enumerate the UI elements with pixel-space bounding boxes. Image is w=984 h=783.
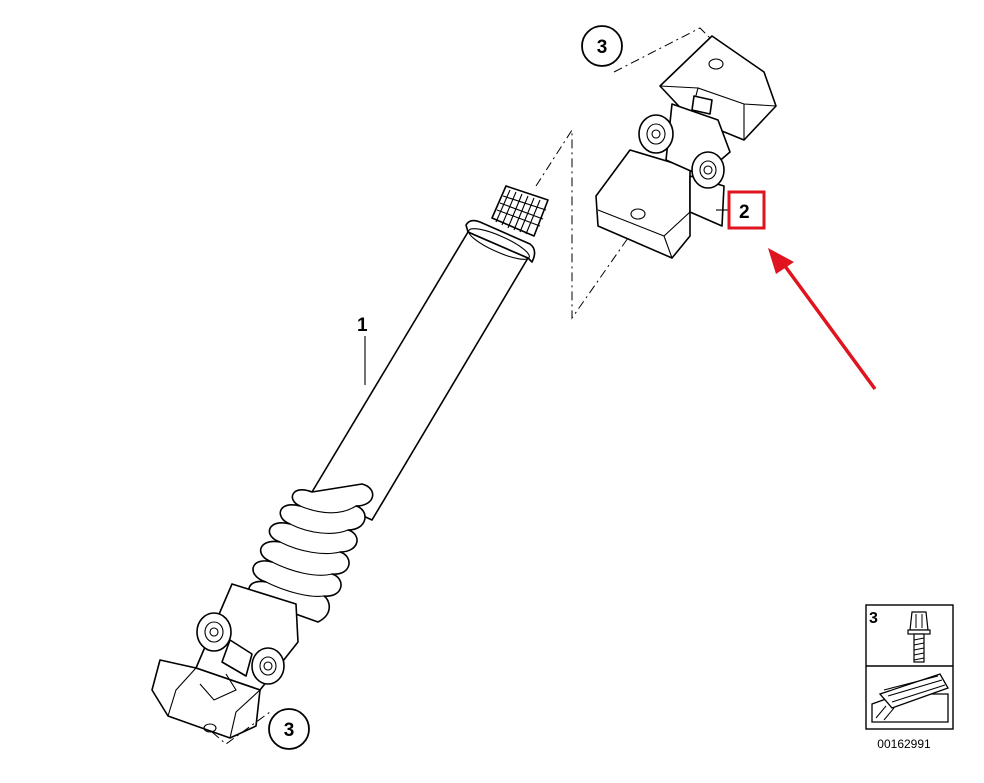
callout-3-bottom: 3: [284, 720, 295, 741]
legend-callout: 3: [869, 610, 878, 627]
bolt-icon: [907, 611, 931, 663]
callout-3-top: 3: [597, 37, 608, 58]
callout-2: 2: [739, 202, 750, 223]
callout-bubble-top: [581, 25, 623, 67]
callout-1: 1: [357, 315, 368, 336]
alignment-line: [535, 128, 629, 320]
panel-icon: [871, 673, 949, 723]
diagram-number: 00162991: [877, 737, 931, 751]
universal-joint[interactable]: [595, 35, 777, 259]
pointer-arrow: [768, 248, 877, 391]
callout-3-top-group: 3: [581, 25, 713, 73]
leader-line-3-bottom: [211, 711, 271, 745]
highlight-box: [727, 190, 766, 230]
steering-shaft[interactable]: [151, 185, 549, 739]
legend-box: 3 00162991: [865, 604, 954, 751]
leader-line-3-top: [613, 27, 713, 73]
callout-3-bottom-group: 3: [211, 708, 310, 750]
callout-bubble-bottom: [268, 708, 310, 750]
